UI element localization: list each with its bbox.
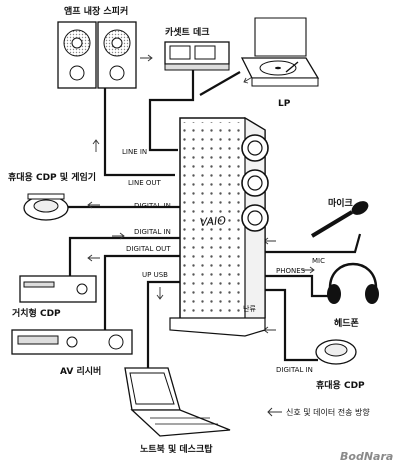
mode-knob[interactable] bbox=[241, 204, 269, 232]
laptop-label: 노트북 및 데스크탑 bbox=[140, 443, 213, 455]
legend: 신호 및 데이터 전송 방향 bbox=[267, 407, 370, 417]
device-stand bbox=[169, 317, 266, 337]
cable-speakers-lineout bbox=[103, 88, 175, 177]
av-receiver: AV 리시버 bbox=[11, 329, 133, 377]
watermark: BodNara bbox=[340, 450, 393, 463]
headphone-label: 헤드폰 bbox=[334, 317, 359, 329]
port-phones: PHONES bbox=[276, 267, 306, 275]
cable-lp-linein bbox=[199, 71, 241, 96]
headphones: 헤드폰 bbox=[327, 262, 379, 329]
port-line-in: LINE IN bbox=[122, 148, 147, 156]
laptop: 노트북 및 데스크탑 bbox=[124, 367, 231, 455]
device-badge: 난류 bbox=[243, 304, 256, 313]
speakers: 앰프 내장 스피커 bbox=[57, 5, 137, 89]
port-mic: MIC bbox=[312, 257, 325, 265]
mic-label: 마이크 bbox=[328, 197, 353, 209]
microphone: 마이크 bbox=[310, 197, 369, 238]
stationary-cdp: 거치형 CDP bbox=[12, 275, 97, 319]
portable-cdp: 휴대용 CDP bbox=[315, 339, 365, 391]
direction-arrows bbox=[87, 54, 315, 334]
lp-label: LP bbox=[278, 99, 291, 109]
volume-knob[interactable] bbox=[241, 134, 269, 162]
speaker-right bbox=[97, 21, 137, 89]
portable-cdp-game-label: 휴대용 CDP 및 게임기 bbox=[8, 171, 96, 183]
speaker-left bbox=[57, 21, 97, 89]
port-digital-in-left: DIGITAL IN bbox=[134, 202, 171, 210]
port-labels: LINE IN LINE OUT DIGITAL IN DIGITAL IN D… bbox=[122, 148, 325, 374]
cable-phones bbox=[262, 274, 330, 298]
speakers-label: 앰프 내장 스피커 bbox=[64, 5, 128, 17]
cassette-label: 카셋트 데크 bbox=[165, 26, 210, 38]
port-digital-in-right: DIGITAL IN bbox=[276, 366, 313, 374]
cable-portable-cdp-digitalin bbox=[262, 288, 318, 362]
legend-arrow-icon bbox=[267, 407, 282, 417]
cable-usb-laptop bbox=[146, 280, 180, 372]
cassette-deck: 카셋트 데크 bbox=[164, 26, 230, 71]
portable-cdp-game: 휴대용 CDP 및 게임기 bbox=[8, 171, 96, 221]
cable-cassette-linein bbox=[148, 70, 195, 152]
cable-mic bbox=[262, 233, 362, 254]
port-digital-in-mid: DIGITAL IN bbox=[134, 228, 171, 236]
port-digital-out: DIGITAL OUT bbox=[126, 245, 171, 253]
legend-text: 신호 및 데이터 전송 방향 bbox=[286, 407, 370, 417]
lp-turntable: LP bbox=[240, 17, 320, 109]
stationary-cdp-label: 거치형 CDP bbox=[12, 307, 61, 319]
cable-stationary-cdp-digitalin bbox=[68, 236, 180, 276]
port-up-usb: UP USB bbox=[142, 271, 168, 279]
port-line-out: LINE OUT bbox=[128, 179, 161, 187]
vaio-audio-device: VAIO 난류 bbox=[169, 116, 269, 337]
cable-receiver-digitalout bbox=[103, 254, 180, 330]
av-receiver-label: AV 리시버 bbox=[60, 365, 101, 377]
vaio-logo: VAIO bbox=[199, 214, 226, 229]
portable-cdp-label: 휴대용 CDP bbox=[316, 379, 365, 391]
input-knob[interactable] bbox=[241, 169, 269, 197]
